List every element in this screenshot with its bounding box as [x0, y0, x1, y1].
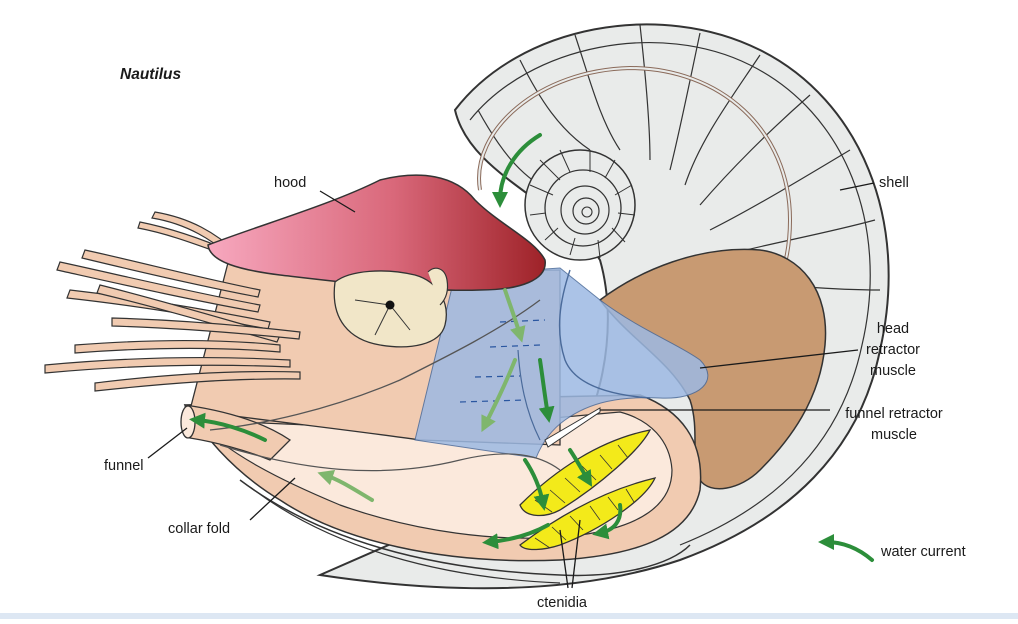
collar-fold	[209, 299, 541, 431]
diagram-title: Nautilus	[120, 66, 182, 83]
label-head-retractor-line1: head	[876, 321, 910, 337]
label-head-retractor-muscle: head retractor muscle	[848, 319, 938, 382]
label-head-retractor-line2: retractor	[866, 342, 920, 359]
water-current-arrows	[189, 133, 623, 550]
label-funnel: funnel	[104, 458, 144, 474]
eye	[333, 267, 449, 348]
funnel-retractor-muscle	[414, 267, 709, 459]
label-funnel-retractor-muscle: funnel retractor muscle	[826, 404, 962, 446]
tentacles	[44, 211, 301, 392]
label-funnel-retractor-line2: muscle	[871, 427, 917, 444]
retractor-muscle-brown	[598, 248, 827, 490]
label-water-current: water current	[881, 544, 966, 560]
label-hood: hood	[274, 175, 307, 191]
water-current-legend-arrow	[818, 534, 874, 562]
hood	[207, 174, 546, 291]
leader-lines	[147, 182, 875, 589]
label-shell: shell	[879, 175, 909, 191]
label-collar-fold: collar fold	[168, 521, 231, 537]
label-head-retractor-line3: muscle	[870, 363, 916, 380]
label-funnel-retractor-line1: funnel retractor	[845, 406, 943, 422]
footer-bar	[0, 613, 1018, 619]
label-ctenidia: ctenidia	[537, 595, 587, 611]
